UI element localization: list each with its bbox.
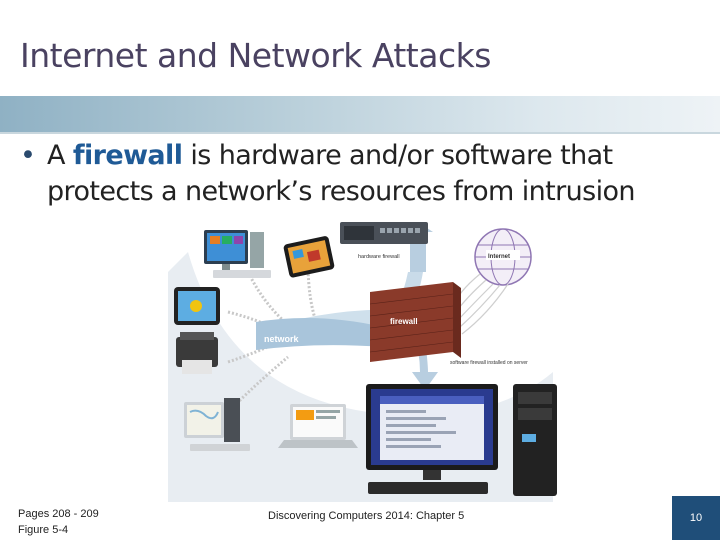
server-tower-icon [513, 384, 557, 496]
server-monitor-icon [366, 384, 498, 494]
desktop-map-computer-icon [184, 398, 250, 451]
bullet-dot: • [20, 140, 36, 171]
firewall-network-figure: network hardware firewall Internet firew… [168, 212, 558, 502]
bullet-point: • A firewall is hardware and/or software… [20, 138, 700, 210]
firewall-label: firewall [390, 317, 418, 326]
footer-pages: Pages 208 - 209 [18, 508, 99, 520]
hardware-firewall-label: hardware firewall [358, 254, 400, 260]
page-number: 10 [672, 496, 720, 540]
tablet-flower-icon [174, 287, 220, 325]
software-firewall-label: software firewall installed on server [450, 360, 528, 366]
title-band [0, 96, 720, 132]
desktop-computer-icon [204, 230, 271, 278]
title-divider [0, 132, 720, 134]
footer-book: Discovering Computers 2014: Chapter 5 [268, 510, 465, 522]
laptop-icon [278, 404, 358, 448]
network-label: network [264, 334, 300, 344]
footer-figure: Figure 5-4 [18, 524, 69, 536]
printer-icon [176, 332, 218, 374]
bullet-text: A firewall is hardware and/or software t… [20, 138, 700, 210]
tablet-icon [283, 236, 335, 278]
internet-label: Internet [488, 254, 510, 260]
bullet-prefix: A [47, 140, 73, 171]
bullet-suffix: is hardware and/or software that protect… [47, 140, 636, 207]
firewall-wall [369, 282, 461, 362]
bullet-keyword: firewall [72, 140, 183, 171]
slide-title: Internet and Network Attacks [20, 36, 491, 75]
